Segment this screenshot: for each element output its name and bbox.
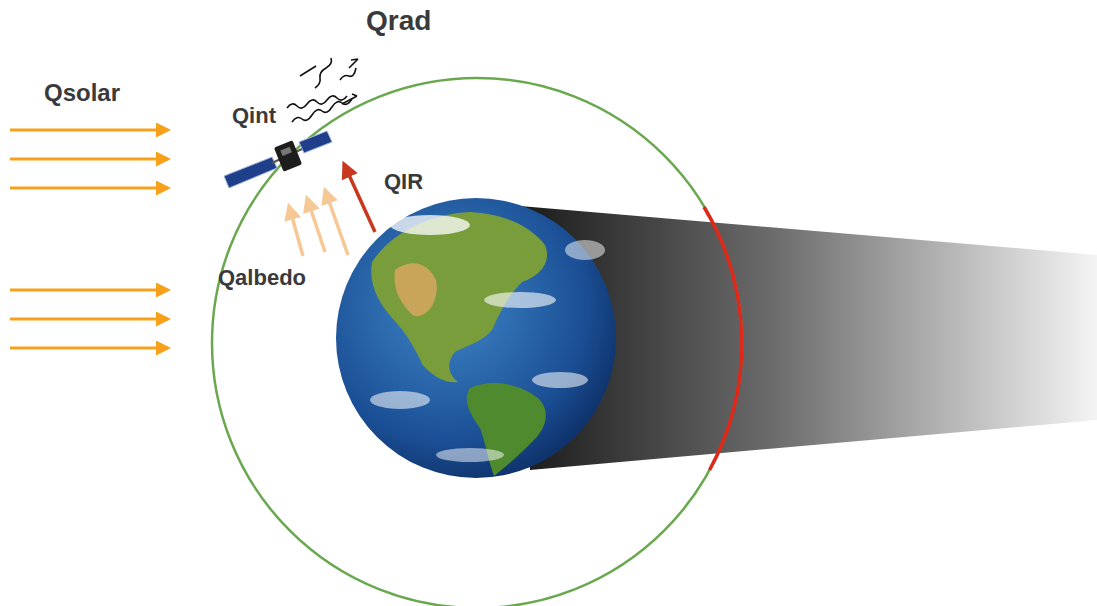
ir-arrow: [344, 164, 375, 232]
solar-panel: [224, 157, 277, 188]
solar-panel: [299, 131, 332, 153]
albedo-arrow: [325, 190, 348, 255]
heat-flux-label: Qsolar: [44, 80, 120, 106]
radiation-wave: [315, 58, 331, 88]
solar-ray: [10, 347, 168, 350]
south-america: [467, 383, 546, 476]
albedo-arrow: [307, 198, 325, 252]
heat-flux-label: Qrad: [366, 6, 431, 37]
cloud: [532, 372, 588, 388]
cloud: [436, 448, 504, 462]
radiation-wave: [340, 68, 356, 80]
earth-ocean: [336, 198, 616, 478]
solar-ray: [10, 158, 168, 161]
satellite-body: [274, 140, 302, 172]
satellite: [224, 131, 332, 188]
albedo-arrow: [289, 206, 303, 256]
radiation-wave: [292, 99, 352, 122]
solar-ray: [10, 318, 168, 321]
earth-globe: [336, 198, 616, 478]
solar-ray: [10, 289, 168, 292]
cloud: [390, 215, 470, 235]
eclipse-arc: [704, 207, 742, 470]
heat-flux-label: Qalbedo: [218, 266, 306, 290]
heat-flux-label: Qint: [232, 104, 276, 128]
heat-flux-label: QIR: [384, 170, 423, 194]
wave-arrowhead: [342, 94, 357, 104]
desert-region: [394, 263, 436, 316]
satellite-detail: [280, 147, 292, 156]
cloud: [565, 240, 605, 260]
cloud: [370, 391, 430, 409]
solar-rays: [10, 130, 168, 348]
solar-ray: [10, 187, 168, 190]
solar-ray: [10, 129, 168, 132]
radiation-wave: [300, 66, 316, 76]
wave-arrowhead: [349, 59, 358, 68]
albedo-arrows: [289, 190, 348, 256]
orbit-circle: [212, 78, 742, 606]
radiation-waves: [287, 58, 358, 122]
cloud: [484, 292, 556, 308]
